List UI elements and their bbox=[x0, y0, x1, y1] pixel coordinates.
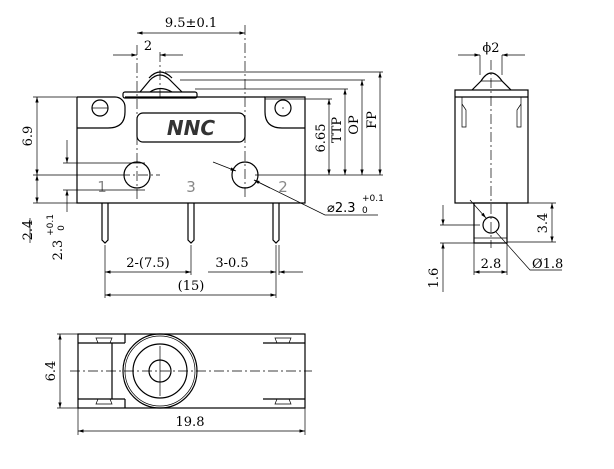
front-view: NNC 1 3 2 9.5±0.1 2 6.65 TTP OP FP 6.9 2… bbox=[21, 16, 384, 298]
dim-hole-dia-tol-plus: +0.1 bbox=[362, 194, 384, 204]
dim-hole-offset: 1.6 bbox=[427, 268, 442, 289]
terminal-label-2: 2 bbox=[278, 178, 288, 196]
dim-hole-height-tol-minus: 0 bbox=[57, 225, 67, 231]
dim-pin-width: 3-0.5 bbox=[215, 256, 248, 271]
dim-pitch: 9.5±0.1 bbox=[165, 16, 217, 31]
dim-hole-height-tol-plus: +0.1 bbox=[46, 214, 56, 236]
dim-pin-spacing: 2-(7.5) bbox=[126, 256, 169, 271]
dim-ttp: TTP bbox=[330, 117, 345, 144]
dim-rest-height: 6.65 bbox=[314, 124, 329, 153]
dim-tab-width: 2.8 bbox=[481, 257, 502, 272]
terminal-pins bbox=[101, 203, 280, 244]
dim-hole-dia-tol-minus: 0 bbox=[362, 206, 368, 216]
dim-hole-dia: ⌀2.3 bbox=[327, 201, 356, 216]
dim-actuator-offset: 2 bbox=[144, 39, 152, 54]
dim-pin-depth: 2.4 bbox=[21, 220, 36, 241]
dim-tab-height: 3.4 bbox=[536, 213, 551, 234]
terminal-label-3: 3 bbox=[186, 178, 196, 196]
dim-actuator-dia: ϕ2 bbox=[482, 41, 499, 56]
dim-hole-height: 2.3 bbox=[51, 240, 66, 261]
terminal-label-1: 1 bbox=[97, 178, 107, 196]
side-view: ϕ2 3.4 2.8 Ø1.8 1.6 bbox=[427, 41, 563, 292]
dim-op: OP bbox=[347, 115, 362, 135]
dim-bottom-width: 6.4 bbox=[44, 361, 59, 382]
bottom-view: 6.4 19.8 bbox=[44, 333, 312, 435]
dim-bottom-length: 19.8 bbox=[176, 415, 205, 430]
dim-height: 6.9 bbox=[21, 126, 36, 147]
dim-pin-hole-dia: Ø1.8 bbox=[532, 257, 563, 272]
brand-logo: NNC bbox=[167, 116, 215, 140]
dim-fp: FP bbox=[365, 111, 380, 129]
dim-pin-total: (15) bbox=[178, 279, 205, 294]
